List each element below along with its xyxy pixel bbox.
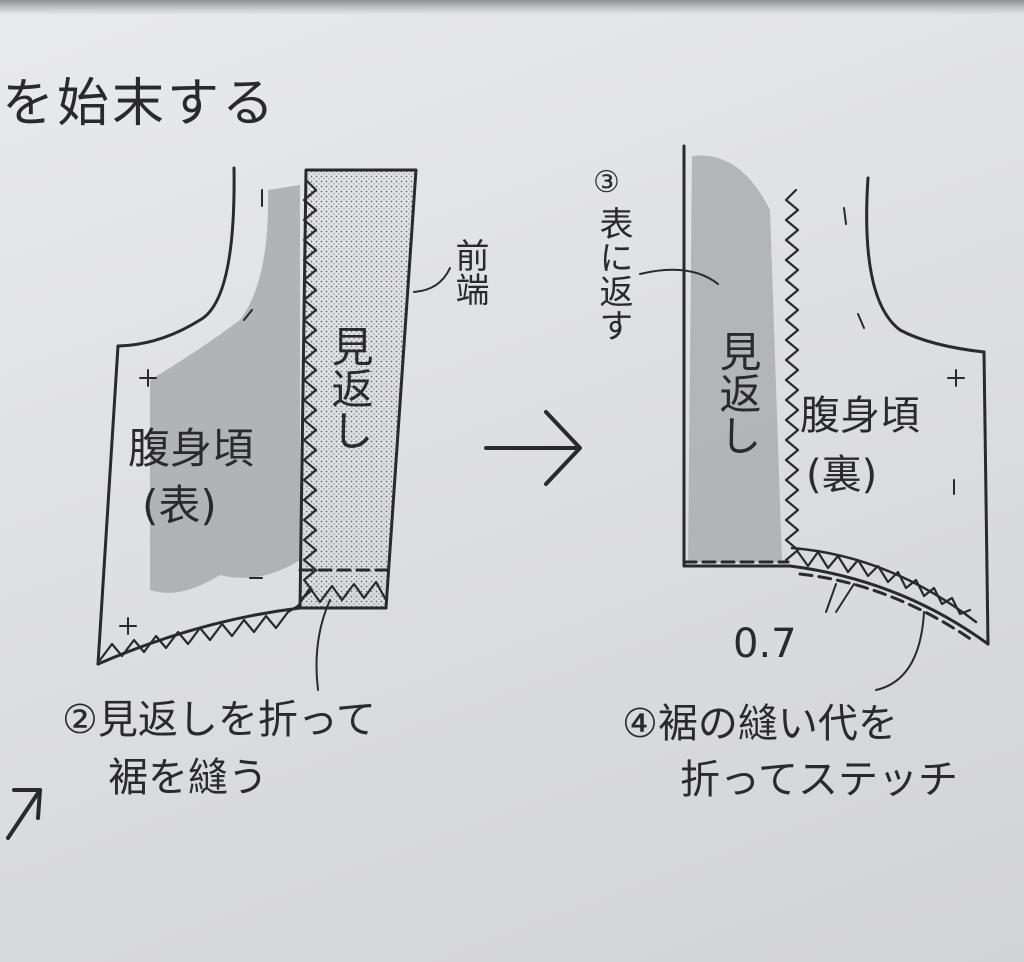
right-body-label: 腹身頃 (800, 393, 920, 439)
left-grain-marks (119, 189, 263, 635)
right-zigzag-hem (796, 550, 972, 616)
step2-caption-line1: ②見返しを折って (62, 700, 376, 740)
right-hem-allowance (790, 546, 978, 624)
step4-text: 裾の縫い代を (657, 701, 898, 747)
front-edge-label: 前端 (449, 238, 489, 306)
right-grain-marks (843, 207, 965, 495)
step4-caption-line1: ④裾の縫い代を (622, 704, 898, 744)
step3-number: ③ (593, 165, 620, 200)
left-side-seam (96, 344, 120, 666)
left-body-side-label: (表) (142, 481, 217, 530)
right-facing-outline (682, 144, 792, 568)
right-side-seam (982, 350, 990, 646)
step3-text: 表に返す (593, 206, 633, 342)
step2-number: ② (62, 697, 98, 743)
step2-text: 見返しを折って (97, 697, 376, 743)
left-facing-label: 見返し (325, 325, 374, 451)
right-hem-stitch (798, 572, 974, 642)
left-hem-curve (96, 606, 302, 666)
right-turn-leader (639, 268, 719, 285)
step4-number: ④ (622, 701, 658, 747)
right-hem-curve (788, 564, 990, 646)
left-body-label: 腹身頃 (128, 424, 255, 473)
hem-measurement: 0.7 (733, 621, 797, 667)
left-front-leader (413, 267, 451, 293)
left-figure (96, 166, 451, 691)
page-top-edge-shadow (0, 0, 1024, 15)
right-figure (639, 144, 990, 691)
left-armhole-curve (116, 166, 236, 348)
right-facing-label: 見返し (713, 330, 762, 456)
section-heading: を始末する (2, 74, 278, 134)
left-step-leader (315, 599, 331, 691)
left-zigzag-front (298, 178, 318, 602)
right-step-leader (875, 611, 925, 691)
right-facing-shading (688, 155, 782, 563)
right-armhole-curve (865, 176, 986, 354)
right-measure-leaders (825, 583, 855, 613)
left-zigzag-hem (98, 580, 388, 662)
right-body-side-label: (裏) (806, 452, 878, 498)
left-facing-panel (298, 168, 418, 610)
left-body-shading (150, 185, 300, 593)
step4-caption-line2: 折ってステッチ (680, 757, 958, 803)
transition-arrow (484, 410, 582, 486)
corner-arrow-icon (6, 788, 42, 840)
right-zigzag-front (784, 188, 800, 562)
step2-caption-line2: 裾を縫う (108, 755, 268, 801)
